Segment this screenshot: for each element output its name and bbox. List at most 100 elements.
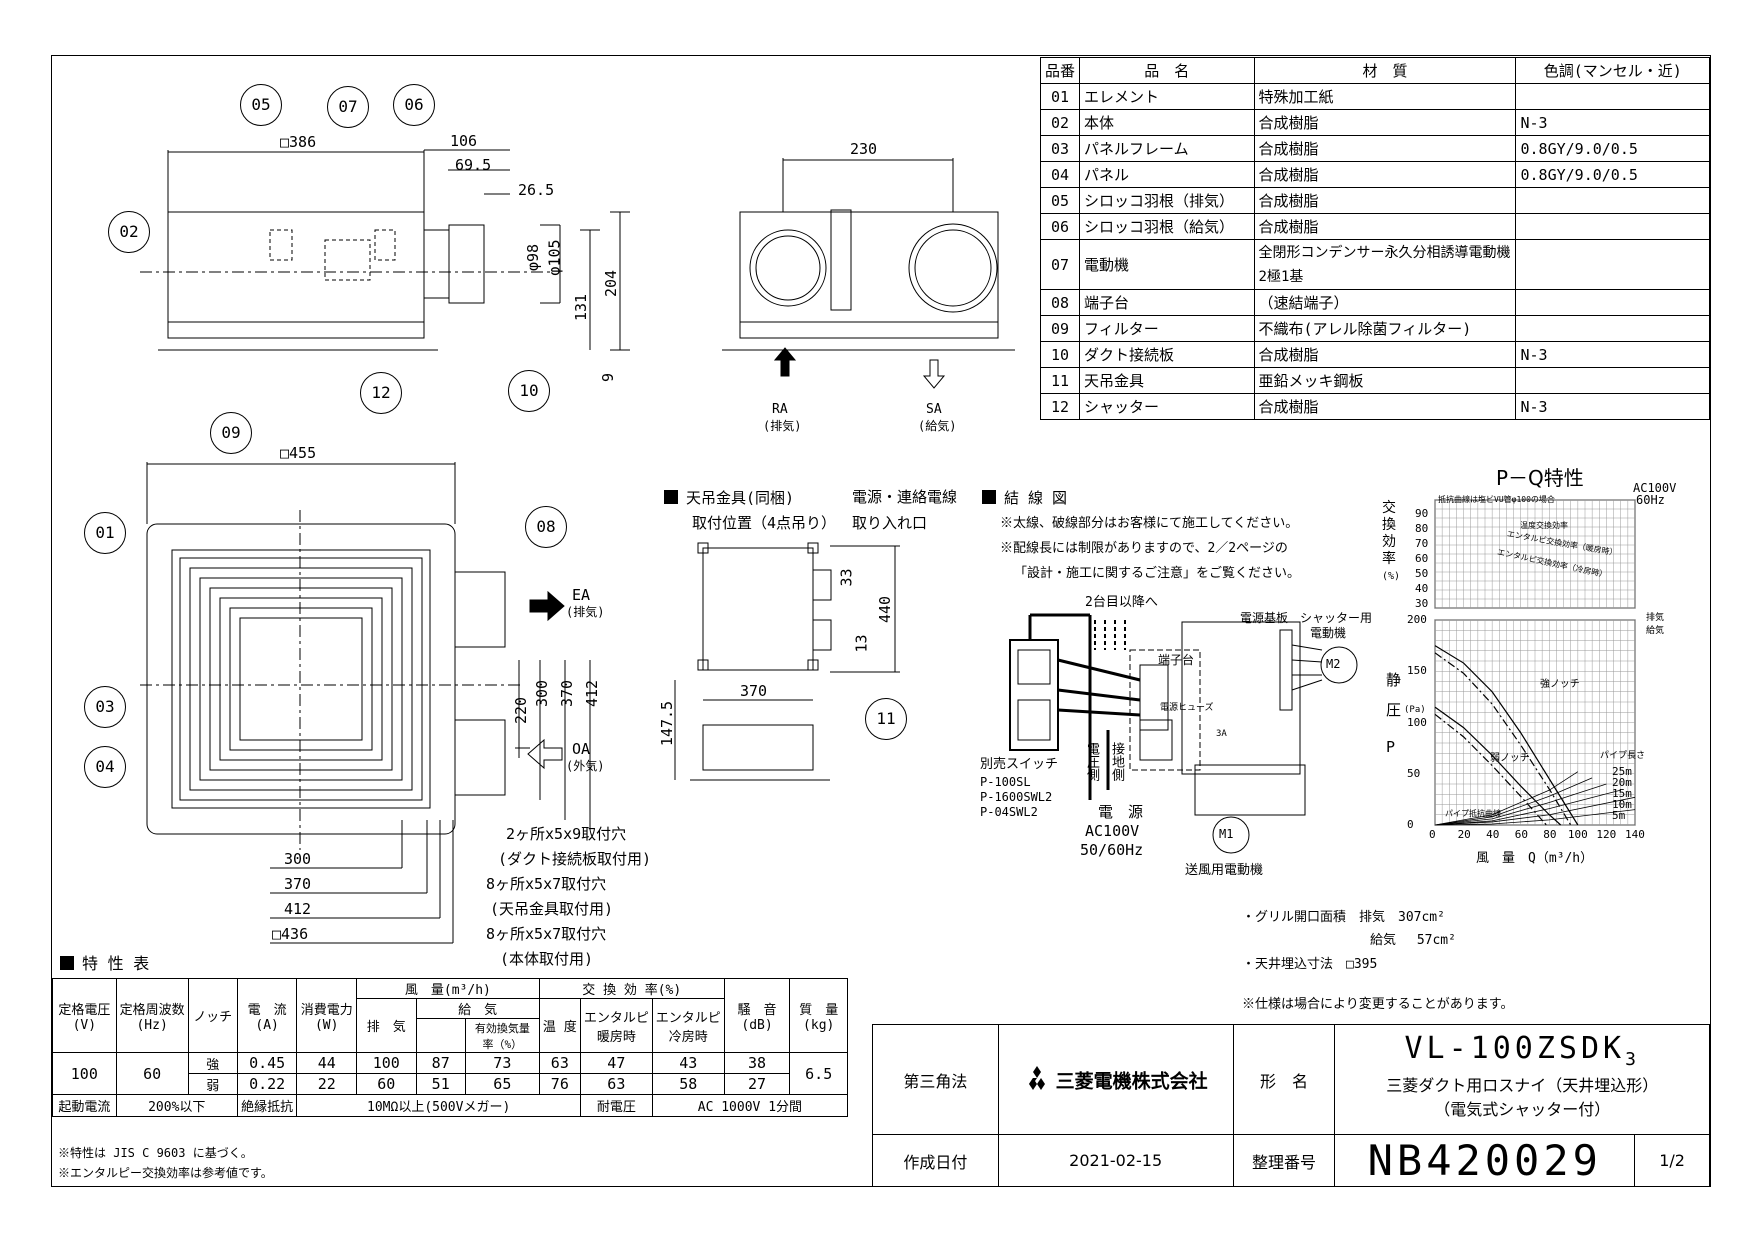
page-number: 1/2 <box>1634 1134 1710 1187</box>
part-color <box>1515 315 1710 342</box>
eff-label-1: 換 <box>1382 517 1396 533</box>
pq-pipe-curve <box>1434 783 1607 826</box>
pq-x-tick: 120 <box>1596 828 1617 841</box>
spec-h-supply: 給 気 <box>415 998 540 1019</box>
pressure-axis-label: 静 圧 <box>1386 665 1401 725</box>
spec-current: 0.45 <box>236 1052 298 1074</box>
pq-pressure-grid <box>1434 499 1636 826</box>
part-name: ダクト接続板 <box>1079 341 1255 368</box>
model-number: VL-100ZSDK3 <box>1335 1031 1709 1070</box>
switch-model-2: P-1600SWL2 <box>980 790 1053 804</box>
part-no: 11 <box>1039 367 1081 394</box>
pq-pipe-curve <box>1434 771 1579 826</box>
dim-69-5: 69.5 <box>455 156 492 174</box>
spec-h-freq-unit: (Hz) <box>136 1017 168 1033</box>
dim-370h: 370 <box>284 875 312 893</box>
part-name: パネル <box>1079 161 1255 188</box>
table-row: 弱 0.22 22 60 51 65 76 63 58 27 <box>53 1073 848 1095</box>
wiring-note3: 「設計・施工に関するご注意」をご覧ください。 <box>1014 566 1301 581</box>
callout-12: 12 <box>360 372 402 414</box>
callout-07: 07 <box>327 86 369 128</box>
spec-eff: 73 <box>464 1052 540 1074</box>
spec-h-mass-text: 質 量 <box>799 1002 839 1018</box>
pq-pipe-curve <box>1434 789 1621 826</box>
pq-pipe-length: 15m <box>1612 787 1632 800</box>
title-block-row2: 作成日付 2021-02-15 整理番号 NB420029 1/2 <box>872 1134 1710 1187</box>
pq-eff-tick: 80 <box>1415 522 1429 535</box>
part-material: 亜鉛メッキ鋼板 <box>1253 367 1517 394</box>
switch-model-1: P-100SL <box>980 775 1031 789</box>
part-color: N-3 <box>1515 109 1710 136</box>
spec-current: 0.22 <box>236 1073 298 1095</box>
dim-220: 220 <box>512 696 531 725</box>
spec-title-text: 特 性 表 <box>82 954 150 973</box>
hole-note-5: 8ヶ所x5x7取付穴 <box>486 925 607 943</box>
pq-pipe-curve <box>1434 796 1636 826</box>
ra-sub: (排気) <box>763 419 802 433</box>
spec-h-noise-text: 騒 音 <box>737 1002 777 1018</box>
dim-phi98: φ98 <box>524 243 543 272</box>
projection: 第三角法 <box>872 1024 999 1135</box>
model-desc-1: 三菱ダクト用ロスナイ（天井埋込形） <box>1386 1076 1659 1095</box>
eff-series-temp: 温度交換効率 <box>1520 521 1568 530</box>
callout-01: 01 <box>84 512 126 554</box>
eff-label-0: 交 <box>1382 500 1396 516</box>
part-color: 0.8GY/9.0/0.5 <box>1515 161 1710 188</box>
pq-x-tick: 100 <box>1567 828 1588 841</box>
spec-h-exch: 交 換 効 率(%) <box>538 978 725 999</box>
dim-300v: 300 <box>533 679 552 708</box>
company-cell: 三菱電機株式会社 <box>997 1024 1234 1135</box>
spec-noise: 38 <box>723 1052 791 1074</box>
spec-heat: 47 <box>579 1052 653 1074</box>
part-name: シロッコ羽根（給気） <box>1079 213 1255 240</box>
pq-x-tick: 0 <box>1429 828 1436 841</box>
dim-131: 131 <box>572 293 591 322</box>
hanger-title2: 取付位置（4点吊り） <box>692 514 837 532</box>
part-material: 合成樹脂 <box>1253 135 1517 162</box>
pressure-label-1: 圧 <box>1386 701 1402 719</box>
part-no: 12 <box>1039 393 1081 420</box>
pipe-label: パイプ長さ <box>1600 751 1646 761</box>
spec-title: 特 性 表 <box>60 956 149 972</box>
spec-table: 定格電圧(V) 定格周波数(Hz) ノッチ 電 流(A) 消費電力(W) 風 量… <box>52 978 849 1117</box>
dim-455: □455 <box>280 444 317 462</box>
bullet-square-icon <box>664 490 678 504</box>
pq-eff-tick: 60 <box>1415 552 1429 565</box>
pq-power: AC100V <box>1633 481 1677 495</box>
wiring-drawing <box>1009 613 1358 854</box>
terminal: 端子台 <box>1158 653 1195 667</box>
spec-temp: 76 <box>538 1073 581 1095</box>
spec-h-freq: 定格周波数(Hz) <box>115 978 189 1053</box>
dim-26-5: 26.5 <box>518 181 555 199</box>
label-strong: 強ノッチ <box>1540 679 1580 690</box>
ref-label: 整理番号 <box>1232 1134 1336 1187</box>
spec-noise: 27 <box>723 1073 791 1095</box>
part-color <box>1515 289 1710 316</box>
grille-note-2: 給気 57cm² <box>1370 933 1456 948</box>
spec-start-value: 200%以下 <box>115 1094 238 1117</box>
spec-h-current: 電 流(A) <box>236 978 298 1053</box>
part-no: 06 <box>1039 213 1081 240</box>
model-sub: 3 <box>1625 1049 1640 1070</box>
part-name: シロッコ羽根（排気） <box>1079 187 1255 214</box>
spec-withstand-label: 耐電圧 <box>579 1094 653 1117</box>
hole-note-3: 8ヶ所x5x7取付穴 <box>486 875 607 893</box>
hole-note-1: 2ヶ所x5x9取付穴 <box>506 825 627 843</box>
pq-x-tick: 60 <box>1514 828 1528 841</box>
spec-h-mass-unit: (kg) <box>803 1017 835 1033</box>
oa-sub: (外気) <box>566 759 605 773</box>
spec-h-ent-heat-sub: 暖房時 <box>596 1029 636 1045</box>
shutter-motor2: 電動機 <box>1310 626 1347 640</box>
callout-10: 10 <box>508 370 550 412</box>
dim-370-hanger: 370 <box>740 682 768 700</box>
spec-cool: 43 <box>651 1052 725 1074</box>
part-name: 天吊金具 <box>1079 367 1255 394</box>
pq-eff-tick: 30 <box>1415 597 1429 610</box>
part-no: 02 <box>1039 109 1081 136</box>
spec-exhaust: 100 <box>356 1052 417 1074</box>
